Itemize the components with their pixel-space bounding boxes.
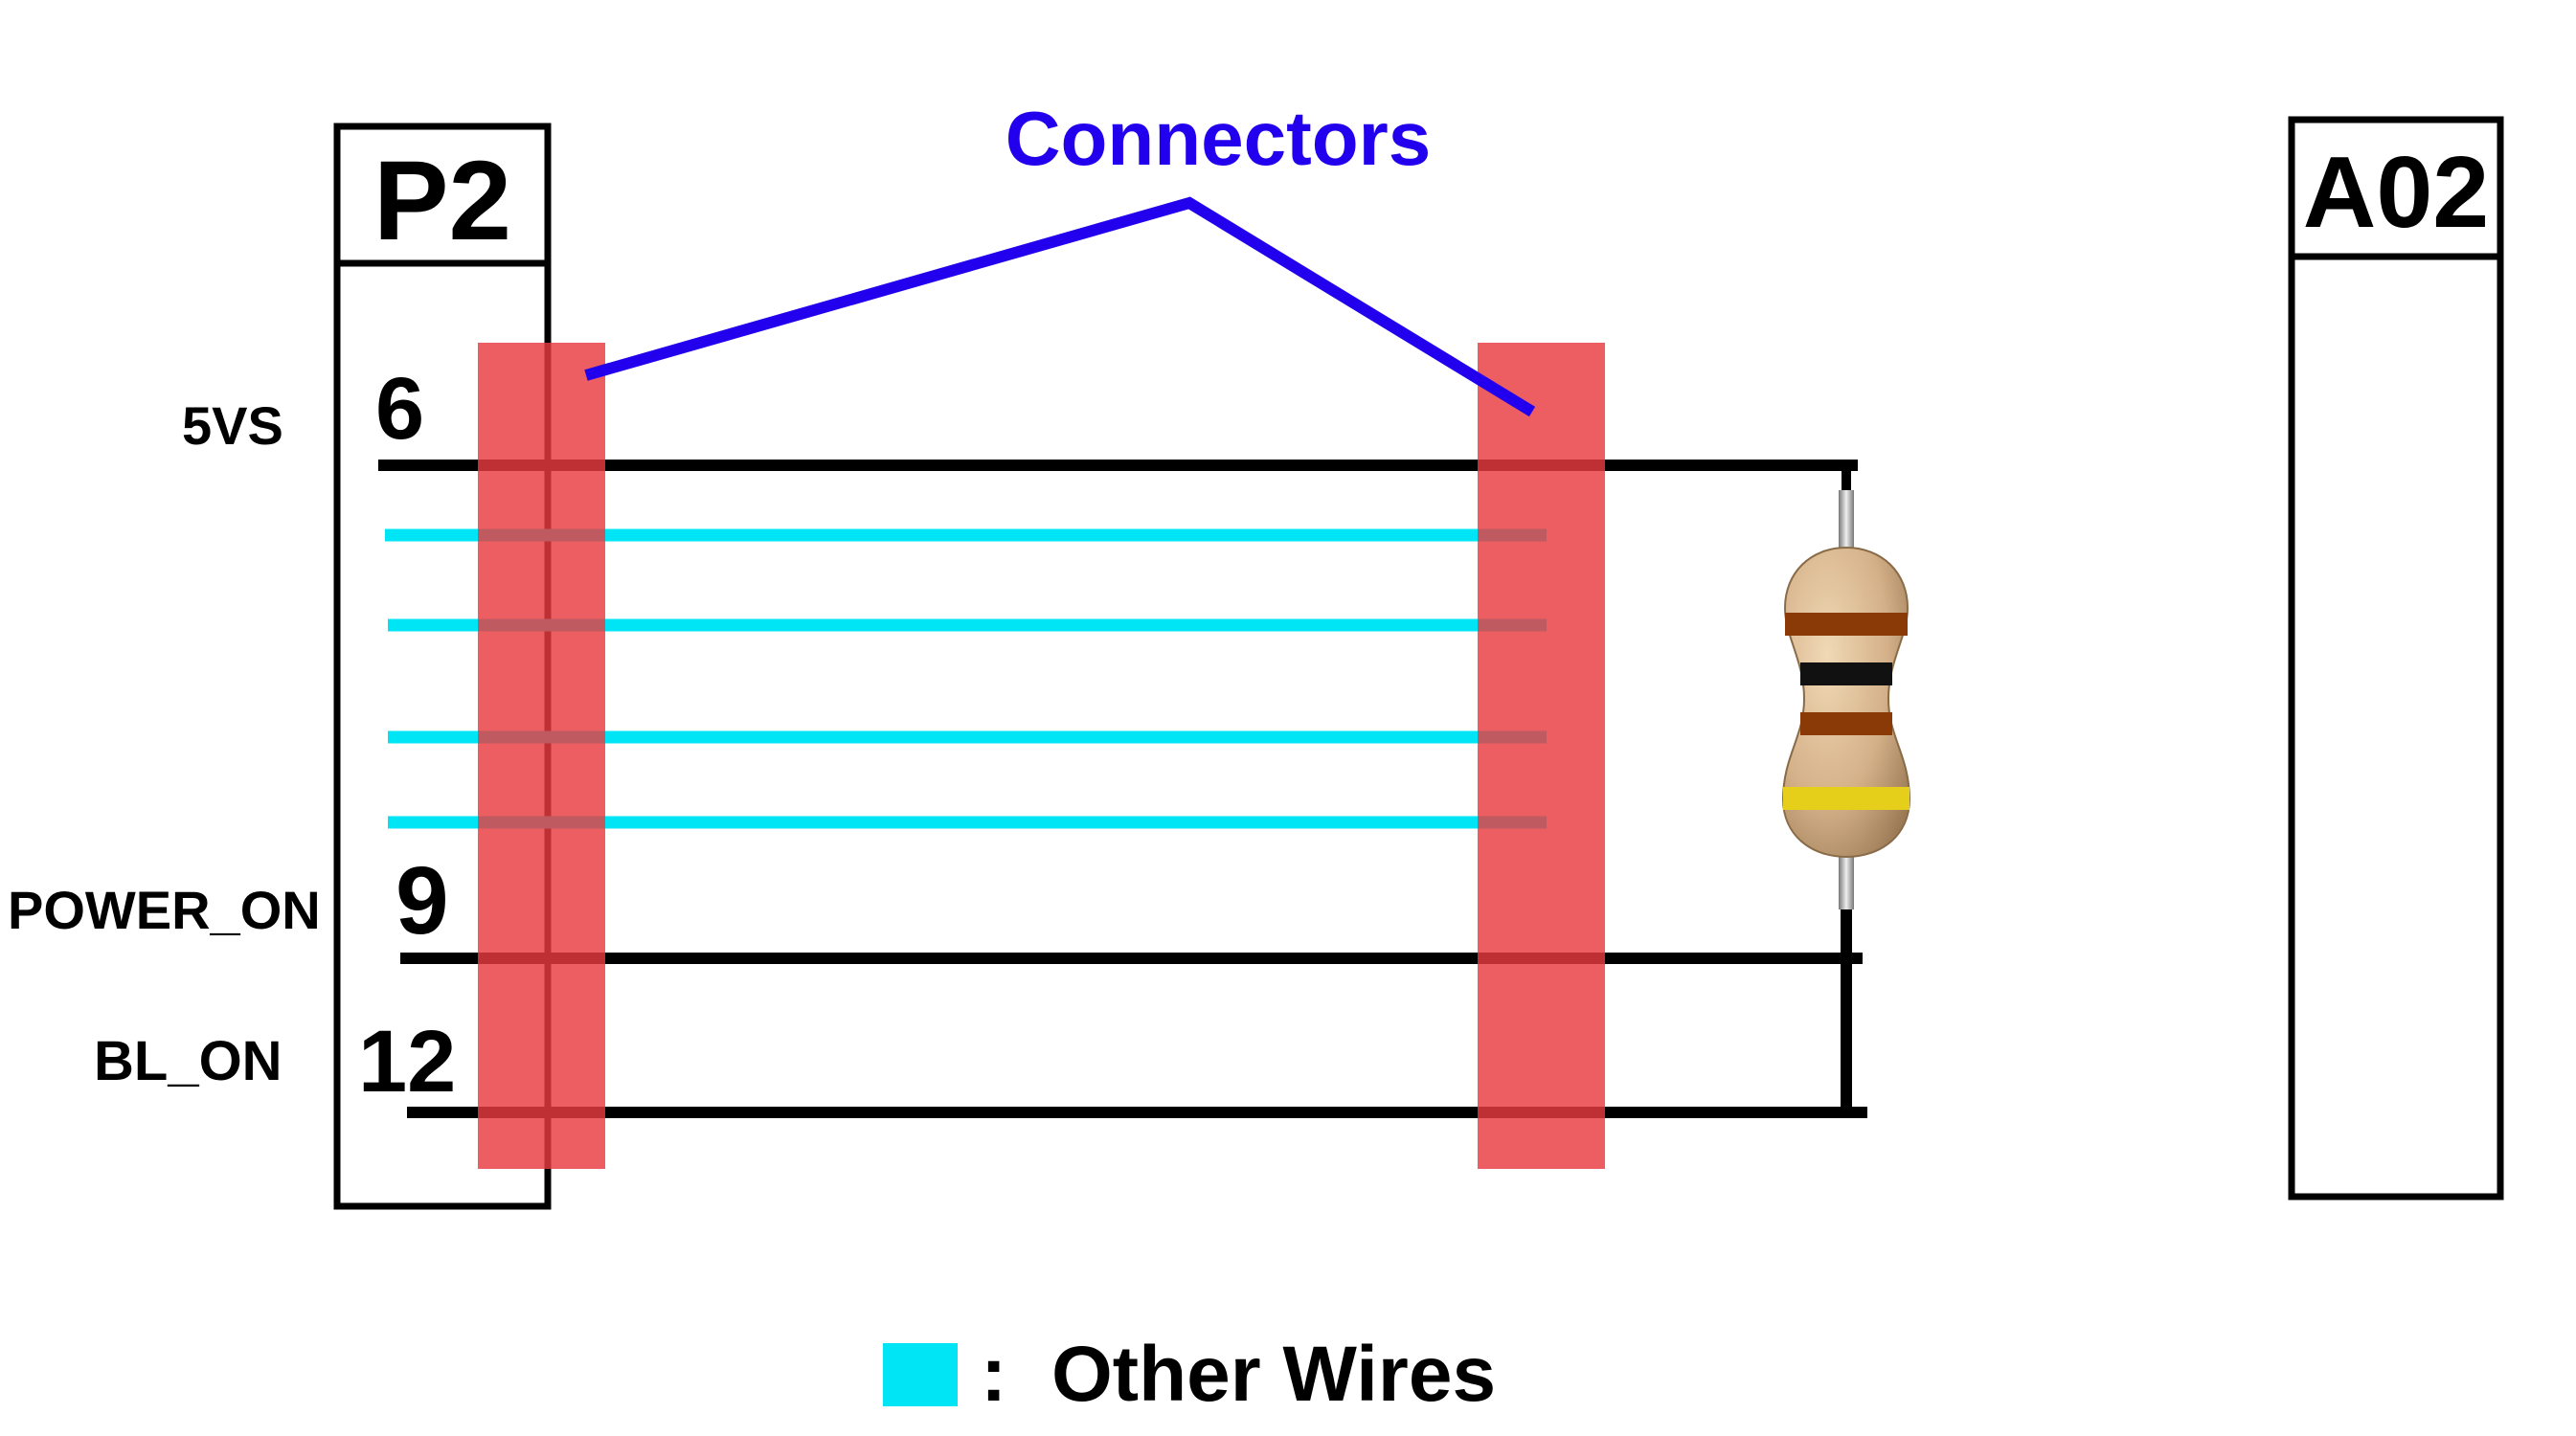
resistor-body (1781, 546, 1911, 859)
resistor-lead-bottom (1839, 841, 1854, 909)
p2-title: P2 (373, 138, 511, 264)
connectors-label: Connectors (1006, 96, 1432, 181)
legend-label: Other Wires (1051, 1331, 1496, 1418)
pin-6-number: 6 (375, 360, 424, 458)
pin-12-number: 12 (358, 1013, 456, 1111)
pin-12-signal-label: BL_ON (94, 1030, 282, 1092)
resistor-icon (1781, 490, 1911, 909)
resistor-band-4 (1783, 787, 1909, 810)
resistor-lead-top (1839, 490, 1854, 559)
pin-6-signal-label: 5VS (182, 395, 283, 456)
a02-outline (2288, 116, 2504, 1200)
legend: : Other Wires (883, 1331, 1496, 1418)
callout-line (584, 196, 1536, 417)
legend-swatch (883, 1343, 958, 1406)
a02-title: A02 (2303, 136, 2489, 249)
pin-9-signal-label: POWER_ON (8, 880, 321, 940)
resistor-band-2 (1800, 662, 1892, 685)
right-connector (1478, 343, 1605, 1169)
left-connector (478, 343, 605, 1169)
resistor-band-1 (1785, 613, 1908, 636)
a02-block: A02 (2288, 116, 2504, 1200)
connectors-callout: Connectors (584, 96, 1536, 417)
pin-9-number: 9 (395, 847, 449, 954)
resistor-band-3 (1800, 712, 1892, 735)
legend-separator: : (981, 1331, 1006, 1418)
